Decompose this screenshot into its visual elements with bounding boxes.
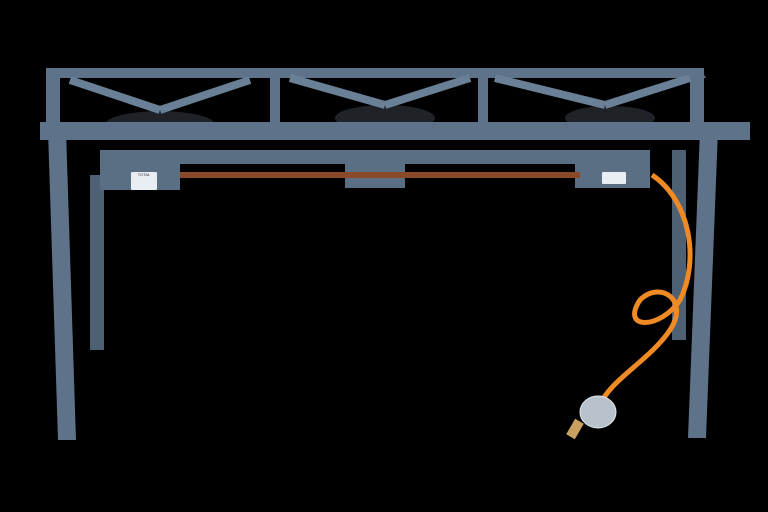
gas-pipe	[180, 172, 580, 178]
gas-hose	[597, 172, 693, 407]
left-label-plate: TOTAL	[131, 172, 157, 190]
right-logo-plate	[602, 172, 626, 184]
lower-rail	[100, 150, 650, 190]
gas-regulator	[566, 395, 617, 440]
cross-braces	[68, 74, 692, 114]
top-frame	[40, 68, 750, 140]
front-legs	[48, 130, 718, 440]
